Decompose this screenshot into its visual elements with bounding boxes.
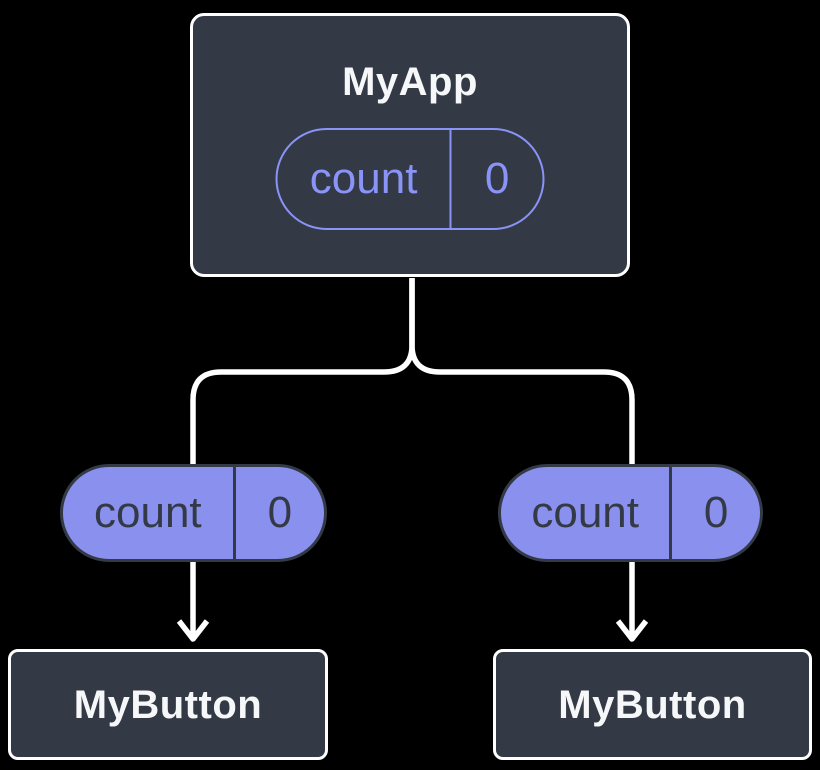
prop-pill-left: count 0 [60,464,327,562]
state-pill-label: count [309,154,418,203]
arrow-left-head [176,619,210,642]
state-pill-value: 0 [449,130,543,228]
mybutton-left-title: MyButton [73,682,263,727]
mybutton-right-title: MyButton [558,682,747,727]
mybutton-node-right: MyButton [493,649,812,760]
prop-pill-left-label: count [94,488,202,537]
prop-pill-right: count 0 [498,464,763,562]
prop-pill-left-value: 0 [232,467,324,559]
arrow-right-head [615,619,649,642]
mybutton-node-left: MyButton [8,649,328,760]
branch-left-line [190,278,415,466]
branch-right-line [409,278,635,466]
prop-pill-right-label: count [531,488,639,537]
prop-pill-right-value: 0 [669,467,760,559]
myapp-title: MyApp [342,60,478,104]
myapp-node: MyApp count 0 [190,13,630,277]
myapp-state-pill: count 0 [275,128,545,230]
